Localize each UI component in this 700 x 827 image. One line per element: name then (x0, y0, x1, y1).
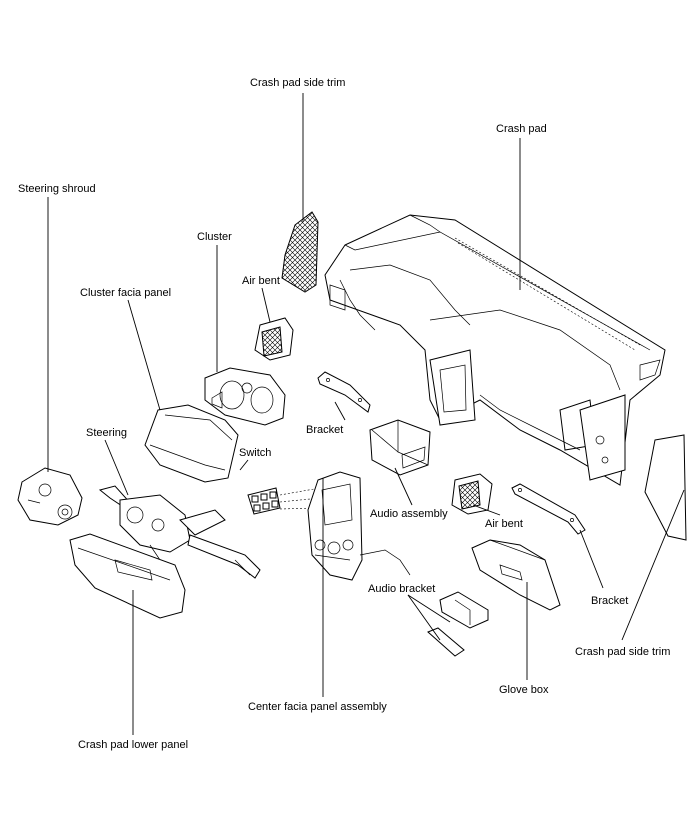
bracket-left-part (317, 371, 371, 413)
cluster-facia-panel-part (144, 404, 239, 483)
crash-pad-lower-panel-part (69, 533, 186, 619)
label-steering-shroud: Steering shroud (18, 183, 96, 195)
steering-part (98, 485, 261, 579)
center-facia-panel-part (307, 471, 411, 581)
crash-pad-side-trim-top-part (281, 211, 319, 293)
steering-shroud-part (17, 467, 83, 526)
label-crash-pad-lower-panel: Crash pad lower panel (78, 739, 188, 751)
glove-box-part (471, 539, 561, 611)
crash-pad-side-trim-right-part (644, 434, 687, 541)
audio-assembly-part (369, 419, 431, 476)
air-bent-right-part (451, 473, 493, 515)
audio-bracket-part (427, 591, 489, 657)
switch-part (247, 487, 321, 515)
crash-pad-part (324, 214, 666, 486)
label-audio-assembly: Audio assembly (370, 508, 448, 520)
label-cluster: Cluster (197, 231, 232, 243)
label-crash-pad: Crash pad (496, 123, 547, 135)
air-bent-left-part (254, 317, 294, 361)
label-switch: Switch (239, 447, 271, 459)
label-air-bent-right: Air bent (485, 518, 523, 530)
label-glove-box: Glove box (499, 684, 549, 696)
label-steering: Steering (86, 427, 127, 439)
label-audio-bracket: Audio bracket (368, 583, 435, 595)
label-bracket-left: Bracket (306, 424, 343, 436)
label-cluster-facia-panel: Cluster facia panel (80, 287, 171, 299)
cluster-part (204, 367, 286, 426)
leader-lines (47, 93, 685, 735)
label-crash-pad-side-trim-top: Crash pad side trim (250, 77, 345, 89)
label-center-facia-panel-assembly: Center facia panel assembly (248, 701, 387, 713)
label-air-bent-left: Air bent (242, 275, 280, 287)
bracket-right-part (511, 483, 586, 535)
label-bracket-right: Bracket (591, 595, 628, 607)
label-crash-pad-side-trim-right: Crash pad side trim (575, 646, 670, 658)
